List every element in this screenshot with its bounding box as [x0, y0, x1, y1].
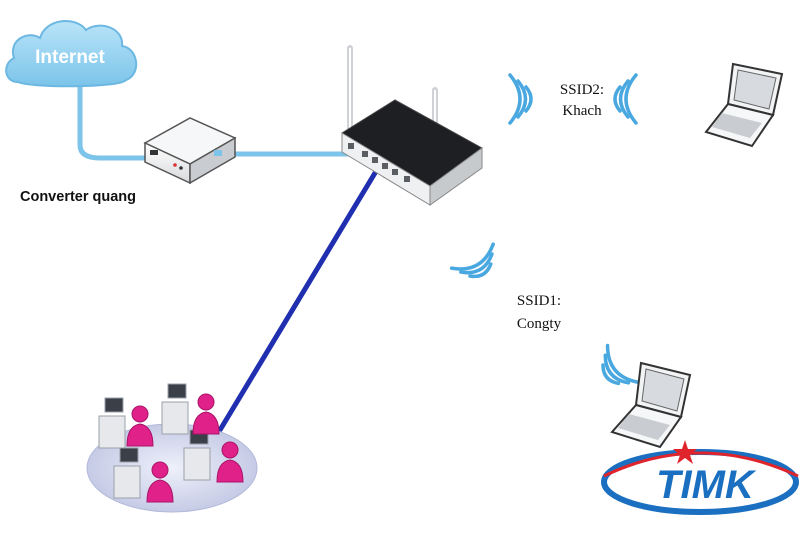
- star-icon: [673, 440, 697, 464]
- users-group-icon: [86, 383, 258, 513]
- timk-logo: TIMK: [601, 440, 799, 515]
- lan-cable: [217, 165, 381, 433]
- wifi-waves-icon: [508, 73, 533, 125]
- wifi-waves-icon: [589, 343, 641, 398]
- cloud-icon: Internet: [5, 19, 137, 88]
- ssid1-line2: Congty: [517, 316, 562, 332]
- ssid2-line2: Khach: [562, 103, 602, 119]
- laptop-icon: [610, 361, 692, 449]
- converter-label: Converter quang: [20, 189, 136, 205]
- wifi-waves-icon: [449, 242, 506, 289]
- ssid1-line1: SSID1:: [517, 293, 561, 309]
- logo-text: TIMK: [656, 463, 757, 507]
- ssid2-line1: SSID2:: [560, 82, 604, 98]
- fiber-link-internet-converter: [77, 77, 153, 161]
- cloud-label: Internet: [35, 47, 105, 68]
- converter-icon: [143, 117, 237, 185]
- router-icon: [341, 45, 483, 206]
- laptop-icon: [704, 62, 784, 148]
- wifi-waves-icon: [613, 73, 638, 125]
